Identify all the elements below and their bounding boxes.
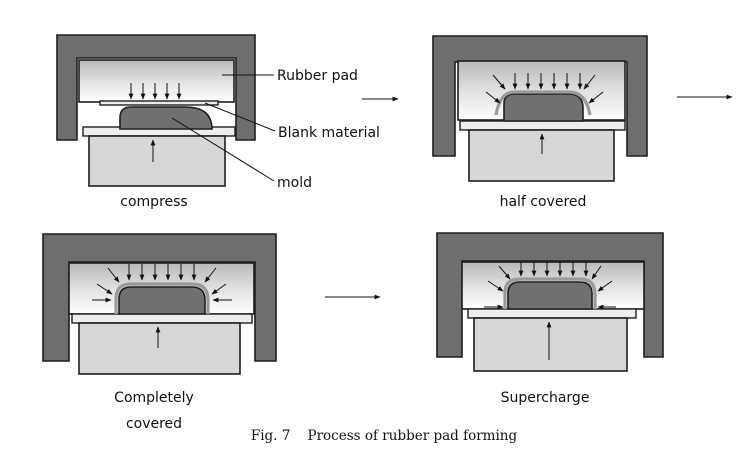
stage-half-covered: half covered [432, 35, 648, 210]
caption-completely: Completely [114, 390, 194, 406]
pressure-arrows [485, 73, 604, 154]
mold-base-plate [467, 308, 637, 319]
workpiece [507, 281, 593, 310]
press-frame [436, 232, 664, 358]
workpiece [118, 286, 206, 315]
pressure-arrows [92, 264, 232, 348]
pressure-arrows [484, 261, 616, 360]
caption-half-covered: half covered [500, 194, 587, 210]
callout-leaders [171, 74, 276, 182]
mold-base-plate [71, 313, 253, 324]
figure-caption: Fig. 7 Process of rubber pad forming [251, 428, 518, 444]
pressure-arrows [128, 83, 182, 162]
rubber-pad [79, 60, 234, 102]
blank-sheet [99, 100, 219, 106]
mold [78, 322, 241, 375]
workpiece [119, 106, 213, 130]
stage-compress: Rubber pad Blank material mold compress [56, 34, 380, 210]
blank-sheet-deformed [503, 277, 597, 309]
mold [473, 317, 628, 372]
caption-covered: covered [126, 416, 182, 432]
press-frame [432, 35, 648, 157]
label-rubber-pad: Rubber pad [277, 68, 358, 84]
stage-completely-covered: Completely covered [42, 233, 277, 432]
press-frame [42, 233, 277, 362]
workpiece [503, 93, 584, 122]
mold-base-plate [459, 120, 626, 131]
stage-supercharge: Supercharge [436, 232, 664, 406]
blank-sheet-deformed [114, 282, 210, 314]
press-frame [56, 34, 256, 141]
caption-supercharge: Supercharge [501, 390, 590, 406]
caption-compress: compress [120, 194, 187, 210]
label-blank-material: Blank material [278, 125, 380, 141]
mold [88, 135, 226, 187]
label-mold: mold [277, 175, 312, 191]
